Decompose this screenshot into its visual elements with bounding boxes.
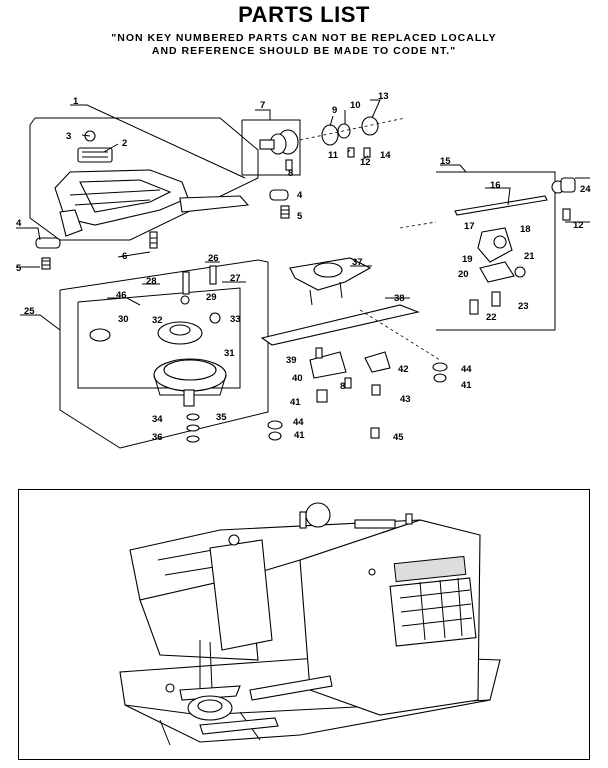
callout-6: 6 xyxy=(122,251,127,262)
callout-20: 20 xyxy=(458,269,469,280)
callout-33: 33 xyxy=(230,314,241,325)
pin-part-6 xyxy=(149,231,158,249)
callout-41-bottom: 41 xyxy=(294,430,305,441)
shaft-part-4-right xyxy=(269,189,290,219)
feed-dog-carrier-part xyxy=(54,130,250,237)
callout-45: 45 xyxy=(393,432,404,443)
callout-26: 26 xyxy=(208,253,219,264)
winder-parts-9-14 xyxy=(299,116,406,158)
callout-13: 13 xyxy=(378,91,389,102)
callout-23: 23 xyxy=(518,301,529,312)
callout-27: 27 xyxy=(230,273,241,284)
callout-31: 31 xyxy=(224,348,235,359)
callout-28: 28 xyxy=(146,276,157,287)
callout-14: 14 xyxy=(380,150,391,161)
group-15-frame xyxy=(399,171,576,331)
shaft-part-4-left xyxy=(35,237,61,270)
callout-46: 46 xyxy=(116,290,127,301)
callout-37: 37 xyxy=(352,257,363,268)
callout-35: 35 xyxy=(216,412,227,423)
callout-4-left: 4 xyxy=(16,218,22,229)
callout-24: 24 xyxy=(580,184,591,195)
callout-44-right: 44 xyxy=(461,364,472,375)
callout-1: 1 xyxy=(73,96,79,107)
callout-25: 25 xyxy=(24,306,35,317)
group-25-frame xyxy=(59,259,269,449)
callout-42: 42 xyxy=(398,364,409,375)
callout-5-right: 5 xyxy=(297,211,303,222)
callout-15: 15 xyxy=(440,156,451,167)
note-line-2: AND REFERENCE SHOULD BE MADE TO CODE NT.… xyxy=(151,45,457,57)
callout-41-left: 41 xyxy=(290,397,301,408)
page-title: PARTS LIST xyxy=(238,2,370,27)
callout-8-top: 8 xyxy=(288,168,293,179)
callout-9: 9 xyxy=(332,105,337,116)
callout-32: 32 xyxy=(152,315,163,326)
callout-40: 40 xyxy=(292,373,303,384)
group-1-frame xyxy=(29,117,259,241)
callout-36: 36 xyxy=(152,432,163,443)
callout-leaders xyxy=(16,99,590,331)
group-7-frame xyxy=(241,119,301,176)
bed-assembly-parts xyxy=(260,257,448,441)
callout-44-bottom: 44 xyxy=(293,417,304,428)
callout-34: 34 xyxy=(152,414,163,425)
callout-41-right: 41 xyxy=(461,380,472,391)
callout-12-top: 12 xyxy=(360,157,371,168)
callout-8-lower: 8 xyxy=(340,381,345,392)
callout-16: 16 xyxy=(490,180,501,191)
callout-39: 39 xyxy=(286,355,297,366)
callout-22: 22 xyxy=(486,312,497,323)
sewing-machine-illustration xyxy=(119,502,501,746)
callout-30: 30 xyxy=(118,314,129,325)
note-line-1: "NON KEY NUMBERED PARTS CAN NOT BE REPLA… xyxy=(111,32,497,44)
callout-21: 21 xyxy=(524,251,535,262)
callout-5-left: 5 xyxy=(16,263,22,274)
callout-7: 7 xyxy=(260,100,265,111)
callout-43: 43 xyxy=(400,394,411,405)
callout-29: 29 xyxy=(206,292,217,303)
callout-10: 10 xyxy=(350,100,361,111)
callout-3: 3 xyxy=(66,131,71,142)
callout-2: 2 xyxy=(122,138,127,149)
callout-17: 17 xyxy=(464,221,475,232)
callout-38: 38 xyxy=(394,293,405,304)
callout-12-right: 12 xyxy=(573,220,584,231)
callout-18: 18 xyxy=(520,224,531,235)
callout-4-right: 4 xyxy=(297,190,303,201)
callout-19: 19 xyxy=(462,254,473,265)
callout-numbers: 1 2 3 4 4 5 5 6 7 8 9 10 11 12 12 13 14 … xyxy=(16,91,591,443)
callout-11: 11 xyxy=(328,150,339,161)
machine-illustration-frame xyxy=(18,489,590,760)
